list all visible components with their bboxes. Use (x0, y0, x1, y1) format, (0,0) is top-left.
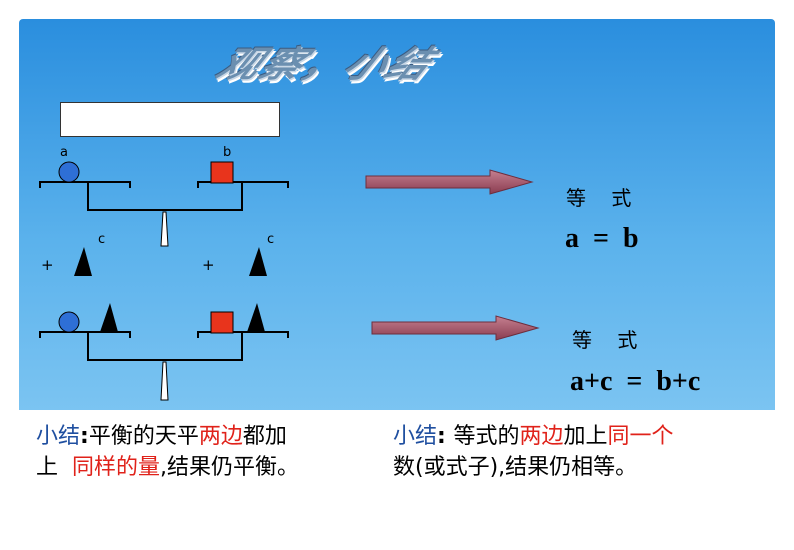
summary-left-line-1: 小结:平衡的天平两边都加 (36, 424, 287, 449)
summary-right: 小结: 等式的两边加上同一个 数(或式子),结果仍相等。 (393, 421, 763, 483)
beam (87, 332, 243, 361)
left-pan (39, 331, 131, 338)
equation-1-label: 等 式 (566, 186, 632, 210)
highlight-text: 同样的量 (72, 455, 161, 480)
weight-c (247, 303, 265, 332)
balance-scale-2 (39, 303, 289, 401)
left-pan (39, 181, 131, 188)
weight-c-right (249, 247, 267, 276)
pointer (160, 361, 169, 401)
weight-c-left (74, 247, 92, 276)
highlight-text: 同一个 (607, 424, 674, 449)
equation-2-label: 等 式 (572, 328, 638, 352)
highlight-text: 两边 (198, 424, 243, 449)
ball-a (58, 311, 80, 333)
box-b (210, 311, 234, 334)
arrow-right-icon (371, 315, 540, 341)
summary-right-line-1: 小结: 等式的两边加上同一个 (393, 424, 674, 449)
summary-right-line-2: 数(或式子),结果仍相等。 (393, 455, 638, 480)
box-b (210, 161, 234, 184)
equation-2-formula: a+c = b+c (570, 366, 701, 397)
beam (87, 182, 243, 211)
ball-a (58, 161, 80, 183)
arrow-right-icon (365, 169, 534, 195)
summary-left: 小结:平衡的天平两边都加 上 同样的量,结果仍平衡。 (36, 421, 366, 483)
highlight-text: 两边 (519, 424, 564, 449)
summary-prefix: 小结 (36, 424, 81, 449)
weight-c (100, 303, 118, 332)
plus-sign-left: + (41, 256, 54, 274)
blank-answer-box (60, 102, 280, 137)
balance-scale-1 (39, 161, 289, 247)
label-a: a (60, 145, 68, 160)
plus-sign-right: + (202, 256, 215, 274)
summary-area (19, 410, 775, 515)
pointer (160, 211, 169, 247)
label-c-left: c (98, 232, 106, 247)
equation-1-formula: a = b (565, 223, 639, 254)
summary-prefix: 小结 (393, 424, 438, 449)
label-c-right: c (267, 232, 275, 247)
summary-left-line-2: 上 同样的量,结果仍平衡。 (36, 455, 300, 480)
label-b: b (223, 145, 232, 160)
